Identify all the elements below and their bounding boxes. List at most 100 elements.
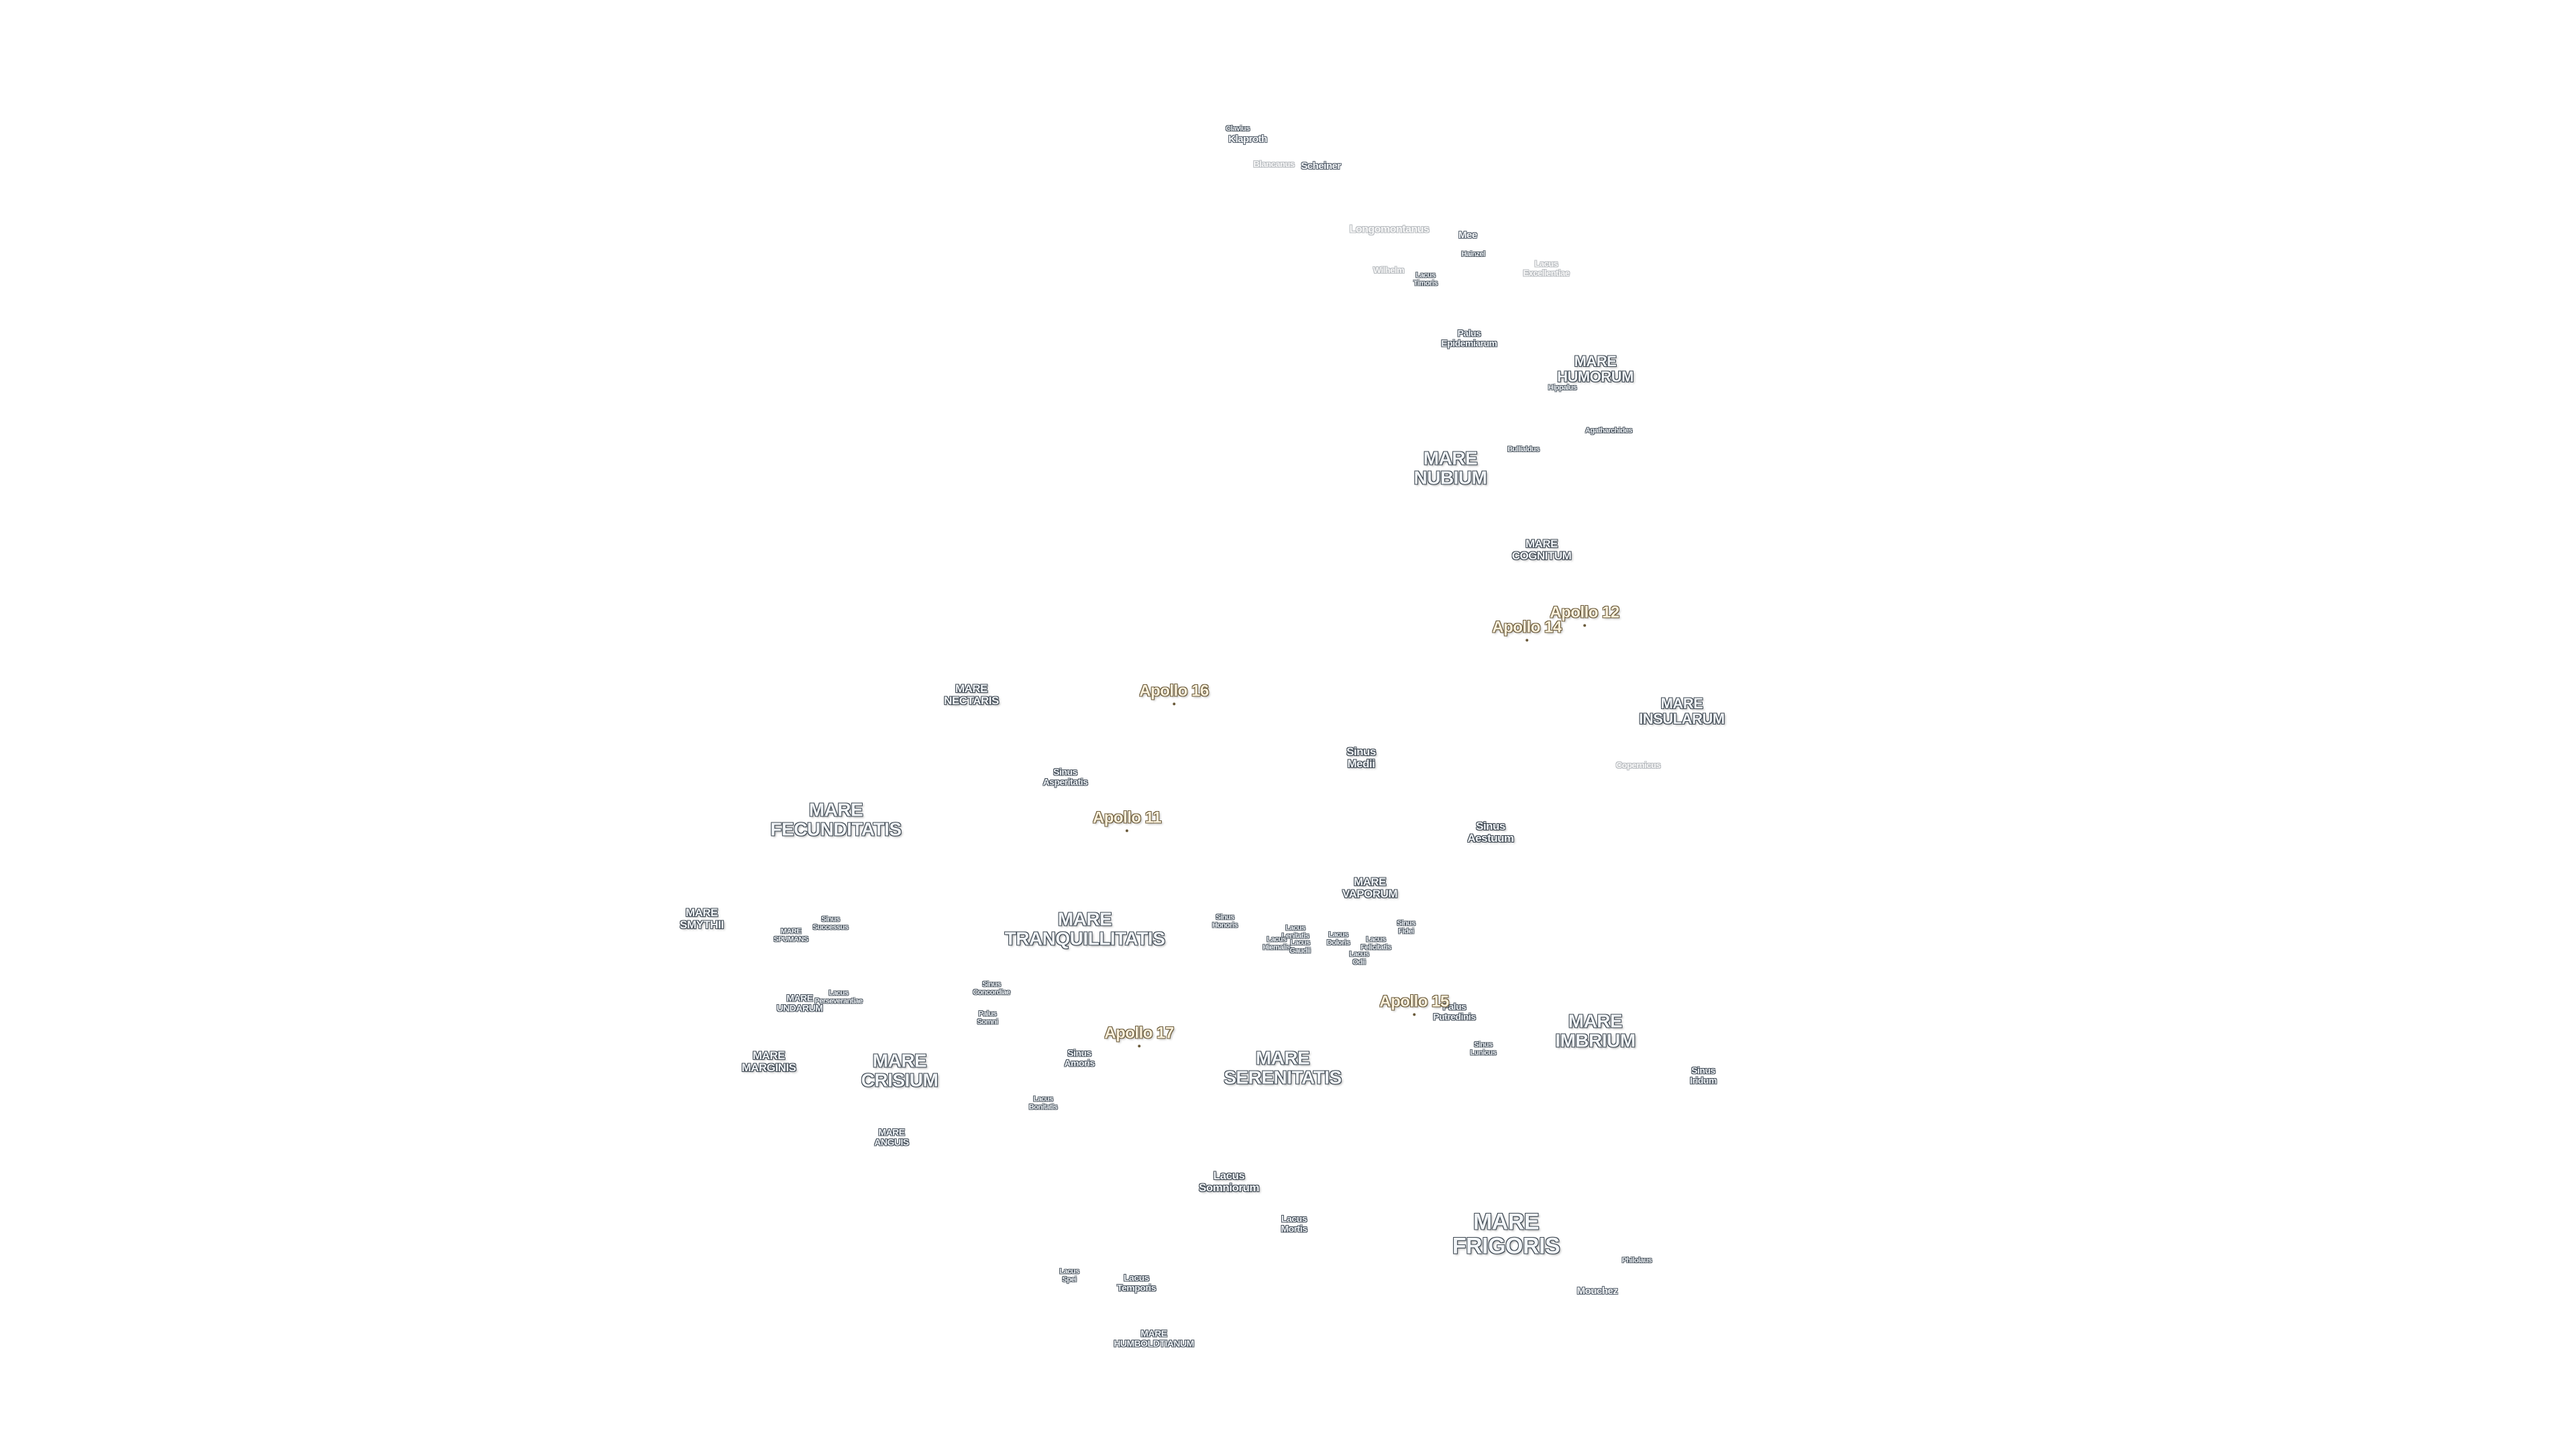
- landing-site-apollo-16[interactable]: Apollo 16: [1139, 682, 1209, 706]
- label-line: Lacus: [1124, 1272, 1149, 1283]
- label-line: MARE: [1057, 908, 1112, 930]
- label-line: Sinus: [1053, 766, 1077, 777]
- label-line: Palus: [1457, 327, 1481, 339]
- label-line: Iridum: [1690, 1075, 1717, 1085]
- label-line: Sinus: [1476, 820, 1505, 833]
- label-line: Lacus: [1349, 950, 1369, 959]
- label-line: MARE: [786, 992, 813, 1004]
- feature-label-klaproth[interactable]: Klaproth: [1228, 134, 1267, 145]
- label-line: Apollo 14: [1492, 618, 1562, 637]
- feature-label-bullialdus[interactable]: Bullialdus: [1507, 446, 1540, 454]
- landing-site-apollo-15[interactable]: Apollo 15: [1379, 993, 1449, 1016]
- label-line: Philolaus: [1621, 1256, 1652, 1265]
- feature-label-philolaus[interactable]: Philolaus: [1622, 1257, 1652, 1265]
- label-line: SPUMANS: [773, 935, 808, 943]
- label-line: Apollo 17: [1104, 1024, 1174, 1042]
- label-line: MARE: [808, 799, 863, 820]
- feature-label-longomontanus[interactable]: Longomontanus: [1350, 224, 1430, 236]
- label-line: Sinus: [982, 980, 1001, 989]
- label-line: Mouchez: [1576, 1285, 1618, 1297]
- feature-label-blancanus[interactable]: Blancanus: [1253, 160, 1295, 169]
- label-line: Gaudii: [1289, 947, 1311, 955]
- landing-site-apollo-12[interactable]: Apollo 12: [1550, 603, 1619, 627]
- label-line: FRIGORIS: [1452, 1233, 1560, 1258]
- label-line: Perseverantiae: [814, 997, 863, 1005]
- landing-site-apollo-11[interactable]: Apollo 11: [1092, 808, 1162, 833]
- feature-label-scheiner[interactable]: Scheiner: [1301, 161, 1341, 172]
- feature-label-clavius[interactable]: Clavius: [1226, 125, 1250, 133]
- label-line: MARE: [1140, 1328, 1167, 1339]
- feature-label-hippalus[interactable]: Hippalus: [1548, 384, 1577, 392]
- label-line: Sinus: [821, 915, 840, 924]
- feature-label-mee[interactable]: Mee: [1458, 230, 1477, 241]
- label-line: Aestuum: [1467, 832, 1514, 845]
- label-line: MARE: [752, 1049, 786, 1063]
- label-line: Medii: [1347, 757, 1375, 770]
- landing-site-apollo-17[interactable]: Apollo 17: [1104, 1024, 1174, 1048]
- label-line: Temporis: [1117, 1282, 1156, 1293]
- label-line: Apollo 12: [1550, 603, 1619, 622]
- label-line: Fidei: [1398, 927, 1414, 935]
- label-line: Honoris: [1212, 921, 1238, 929]
- label-line: Apollo 11: [1092, 808, 1162, 827]
- feature-label-hainzel[interactable]: Hainzel: [1461, 251, 1485, 259]
- label-line: MARE: [1255, 1047, 1310, 1069]
- landing-site-apollo-14[interactable]: Apollo 14: [1492, 618, 1562, 642]
- label-line: Lacus: [1285, 924, 1305, 932]
- feature-label-wilhelm[interactable]: Wilhelm: [1373, 266, 1405, 275]
- feature-label-agatharchides[interactable]: Agatharchides: [1585, 427, 1632, 435]
- label-line: CRISIUM: [861, 1070, 938, 1091]
- feature-label-copernicus[interactable]: Copernicus: [1616, 761, 1661, 770]
- feature-label-mouchez[interactable]: Mouchez: [1577, 1286, 1618, 1297]
- label-line: NECTARIS: [944, 694, 999, 707]
- label-line: MARE: [1423, 447, 1478, 469]
- label-line: Copernicus: [1615, 760, 1661, 771]
